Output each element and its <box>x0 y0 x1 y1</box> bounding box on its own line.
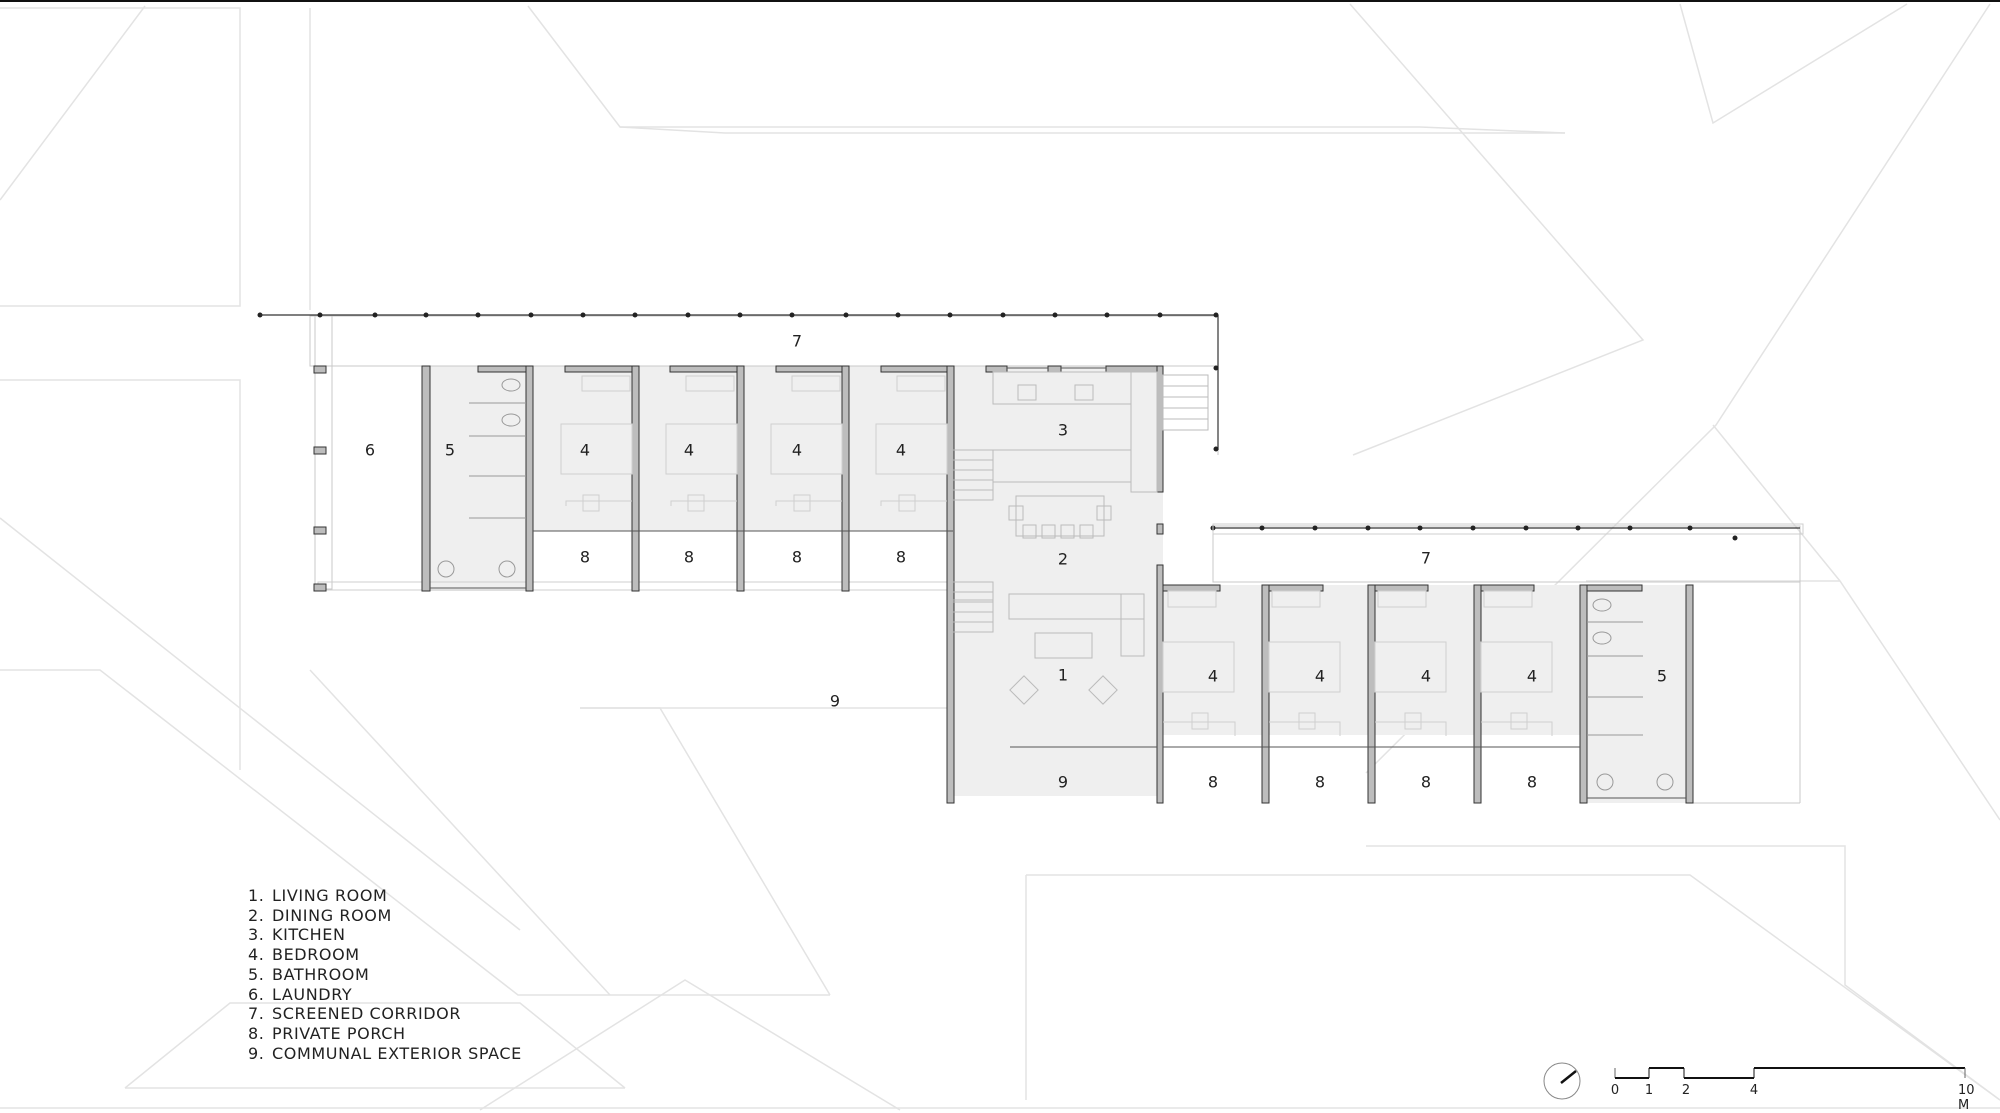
label-laundry: 6 <box>364 440 376 460</box>
label-bathroom-right: 5 <box>1656 666 1668 686</box>
legend-number: 4. <box>248 945 265 965</box>
scale-tick-label: 4 <box>1749 1083 1759 1098</box>
top-border <box>0 0 2000 2</box>
scale-tick-label: 2 <box>1681 1083 1691 1098</box>
legend-item: 3. KITCHEN <box>248 925 522 945</box>
legend-item: 1. LIVING ROOM <box>248 886 522 906</box>
label-private-porch: 8 <box>791 547 803 567</box>
legend-label: LAUNDRY <box>272 984 353 1004</box>
bed-top-1 <box>560 375 633 512</box>
room-legend: 1. LIVING ROOM 2. DINING ROOM 3. KITCHEN 4.… <box>248 886 522 1063</box>
bed-bottom-1 <box>1162 590 1236 736</box>
label-private-porch: 8 <box>1420 772 1432 792</box>
laundry-posts <box>313 365 327 592</box>
legend-item: 5. BATHROOM <box>248 965 522 985</box>
legend-label: COMMUNAL EXTERIOR SPACE <box>272 1043 522 1063</box>
label-bedroom: 4 <box>791 440 803 460</box>
bed-top-4 <box>875 375 948 512</box>
glazing <box>430 367 1686 799</box>
legend-number: 9. <box>248 1043 265 1063</box>
legend-number: 8. <box>248 1023 265 1043</box>
legend-number: 7. <box>248 1004 265 1024</box>
legend-item: 4. BEDROOM <box>248 945 522 965</box>
label-private-porch: 8 <box>683 547 695 567</box>
label-dining-room: 2 <box>1057 549 1069 569</box>
label-screened-corridor-top: 7 <box>791 331 803 351</box>
scale-tick-label: 10 M <box>1958 1083 1975 1113</box>
label-bedroom: 4 <box>895 440 907 460</box>
label-bathroom-left: 5 <box>444 440 456 460</box>
scale-tick-label: 0 <box>1610 1083 1620 1098</box>
scale-bar <box>1614 1067 1966 1079</box>
bed-bottom-3 <box>1374 590 1447 736</box>
legend-label: SCREENED CORRIDOR <box>272 1004 462 1024</box>
legend-number: 6. <box>248 984 265 1004</box>
label-communal-exterior-bottom: 9 <box>1057 772 1069 792</box>
legend-label: BATHROOM <box>272 964 370 984</box>
label-living-room: 1 <box>1057 665 1069 685</box>
legend-item: 7. SCREENED CORRIDOR <box>248 1004 522 1024</box>
legend-label: BEDROOM <box>272 945 360 965</box>
bath-fixtures <box>437 378 1674 791</box>
legend-item: 8. PRIVATE PORCH <box>248 1024 522 1044</box>
north-arrow-icon <box>1543 1062 1581 1100</box>
legend-label: LIVING ROOM <box>272 886 388 905</box>
label-bedroom: 4 <box>1526 666 1538 686</box>
legend-item: 6. LAUNDRY <box>248 985 522 1005</box>
label-bedroom: 4 <box>683 440 695 460</box>
label-private-porch: 8 <box>1207 772 1219 792</box>
stairs <box>952 374 1209 633</box>
label-private-porch: 8 <box>579 547 591 567</box>
label-bedroom: 4 <box>1314 666 1326 686</box>
walls <box>421 365 1694 804</box>
label-private-porch: 8 <box>1314 772 1326 792</box>
legend-number: 2. <box>248 905 265 925</box>
legend-item: 2. DINING ROOM <box>248 906 522 926</box>
label-private-porch: 8 <box>1526 772 1538 792</box>
bed-bottom-2 <box>1268 590 1341 736</box>
legend-number: 5. <box>248 964 265 984</box>
legend-label: KITCHEN <box>272 925 346 945</box>
label-screened-corridor-right: 7 <box>1420 548 1432 568</box>
legend-number: 1. <box>248 886 265 905</box>
bed-furniture <box>560 375 1553 736</box>
bed-top-2 <box>665 375 738 512</box>
label-communal-exterior-left: 9 <box>829 691 841 711</box>
legend-item: 9. COMMUNAL EXTERIOR SPACE <box>248 1044 522 1064</box>
screen-posts <box>257 312 1738 541</box>
legend-label: DINING ROOM <box>272 905 392 925</box>
site-context-lines <box>0 3 2000 1111</box>
label-bedroom: 4 <box>579 440 591 460</box>
label-kitchen: 3 <box>1057 420 1069 440</box>
label-bedroom: 4 <box>1207 666 1219 686</box>
label-private-porch: 8 <box>895 547 907 567</box>
bed-bottom-4 <box>1480 590 1553 736</box>
label-bedroom: 4 <box>1420 666 1432 686</box>
legend-number: 3. <box>248 925 265 945</box>
bed-top-3 <box>770 375 843 512</box>
scale-tick-label: 1 <box>1644 1083 1654 1098</box>
common-furniture <box>953 371 1158 705</box>
legend-label: PRIVATE PORCH <box>272 1023 406 1043</box>
